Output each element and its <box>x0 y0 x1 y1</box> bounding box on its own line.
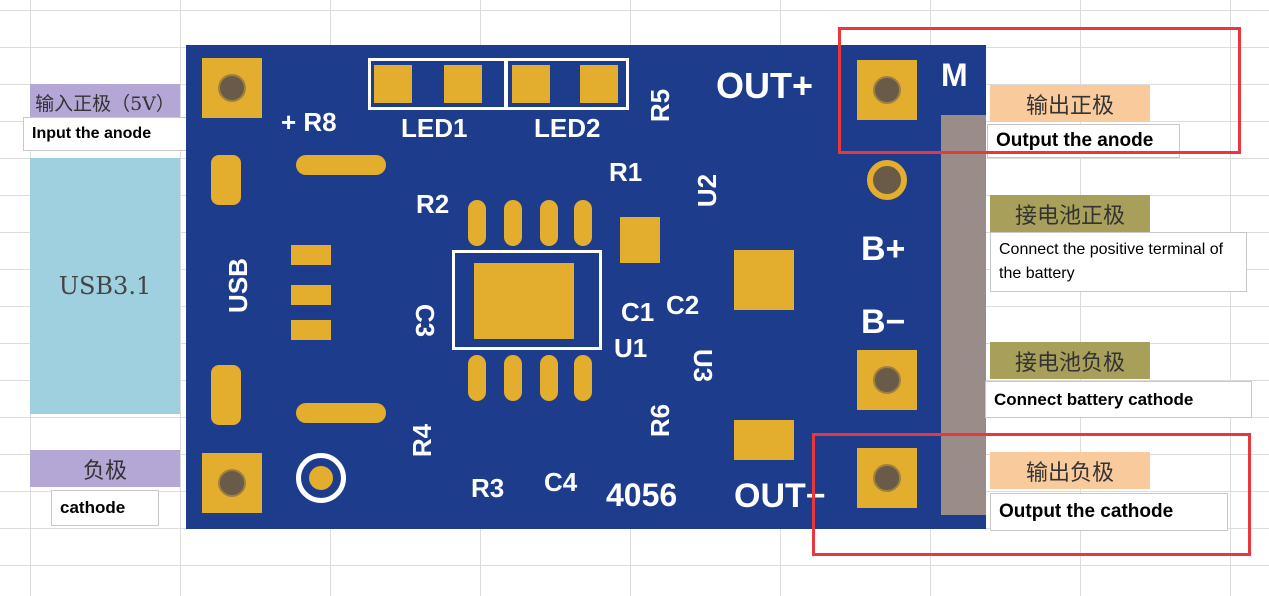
silk-led2: LED2 <box>534 113 601 143</box>
usb-pin-pad <box>291 320 331 340</box>
silk-out-minus: OUT− <box>734 477 826 515</box>
silk-m: M <box>941 57 968 93</box>
silk-out-plus: OUT+ <box>716 65 814 106</box>
u3-pad <box>734 420 794 460</box>
silk-r6: R6 <box>645 403 676 438</box>
output-anode-pad <box>857 60 917 120</box>
output-cathode-pad <box>857 448 917 508</box>
silk-c3: C3 <box>410 303 441 338</box>
usb-shield-pad <box>211 365 241 425</box>
battery-negative-en-label: Connect battery cathode <box>985 381 1252 418</box>
pcb-board: + R8 LED1 LED2 R5 OUT+ M R1 R2 U2 USB C3… <box>186 45 986 529</box>
led-pad <box>444 65 482 103</box>
battery-positive-pad <box>857 150 917 210</box>
led-pad <box>512 65 550 103</box>
silk-b-plus: B+ <box>861 230 906 268</box>
output-anode-cn-label: 输出正极 <box>990 85 1150 122</box>
chip-pin <box>574 355 592 401</box>
silk-r8: + R8 <box>281 107 337 137</box>
silk-4056: 4056 <box>606 477 678 513</box>
chip-pin <box>540 355 558 401</box>
pad-hole <box>218 469 246 497</box>
chip-pin <box>468 200 486 246</box>
silk-c4: C4 <box>544 467 578 497</box>
capacitor-pad <box>620 217 660 263</box>
silk-led1: LED1 <box>401 113 468 143</box>
chip-pin <box>574 200 592 246</box>
input-anode-cn-label: 输入正极（5V） <box>30 84 180 121</box>
silk-r2: R2 <box>416 189 450 219</box>
silk-usb: USB <box>222 258 253 313</box>
mounting-hole-pad <box>309 466 333 490</box>
silk-u3: U3 <box>688 348 719 383</box>
silk-c2: C2 <box>666 290 700 320</box>
battery-edge <box>941 115 986 515</box>
chip-pin <box>468 355 486 401</box>
output-cathode-cn-label: 输出负极 <box>990 452 1150 489</box>
silk-r3: R3 <box>471 473 505 503</box>
led2-outline <box>504 58 629 110</box>
output-cathode-highlight <box>812 433 1251 556</box>
u1-chip-outline <box>452 250 602 350</box>
u2-pad <box>734 250 794 310</box>
input-cathode-pad <box>202 453 262 513</box>
silk-r4: R4 <box>407 423 438 458</box>
output-anode-highlight <box>838 27 1241 154</box>
battery-positive-en-label: Connect the positive terminal of the bat… <box>990 232 1247 292</box>
input-anode-pad <box>202 58 262 118</box>
battery-negative-cn-label: 接电池负极 <box>990 342 1150 379</box>
output-cathode-en-label: Output the cathode <box>990 493 1228 531</box>
led-pad <box>374 65 412 103</box>
mounting-hole <box>296 453 346 503</box>
usb-shield-pad <box>296 155 386 175</box>
pad-hole <box>867 160 907 200</box>
led-pad <box>580 65 618 103</box>
usb-pin-pad <box>291 245 331 265</box>
silk-r5: R5 <box>645 88 676 123</box>
usb-pin-pad <box>291 285 331 305</box>
silk-r1: R1 <box>609 157 643 187</box>
chip-pin <box>540 200 558 246</box>
silk-u2: U2 <box>692 173 723 208</box>
chip-pin <box>504 355 522 401</box>
usb-label: USB3.1 <box>30 158 180 414</box>
cathode-cn-label: 负极 <box>30 450 180 487</box>
u1-thermal-pad <box>474 263 574 339</box>
cathode-en-label: cathode <box>51 490 159 526</box>
pad-hole <box>873 464 901 492</box>
battery-positive-cn-label: 接电池正极 <box>990 195 1150 232</box>
usb-shield-pad <box>296 403 386 423</box>
silk-c1: C1 <box>621 297 655 327</box>
silk-b-minus: B− <box>861 303 906 341</box>
usb-shield-pad <box>211 155 241 205</box>
pad-hole <box>873 366 901 394</box>
pad-hole <box>873 76 901 104</box>
silk-u1: U1 <box>614 333 648 363</box>
chip-pin <box>504 200 522 246</box>
battery-negative-pad <box>857 350 917 410</box>
input-anode-en-label: Input the anode <box>23 117 191 151</box>
pad-hole <box>218 74 246 102</box>
